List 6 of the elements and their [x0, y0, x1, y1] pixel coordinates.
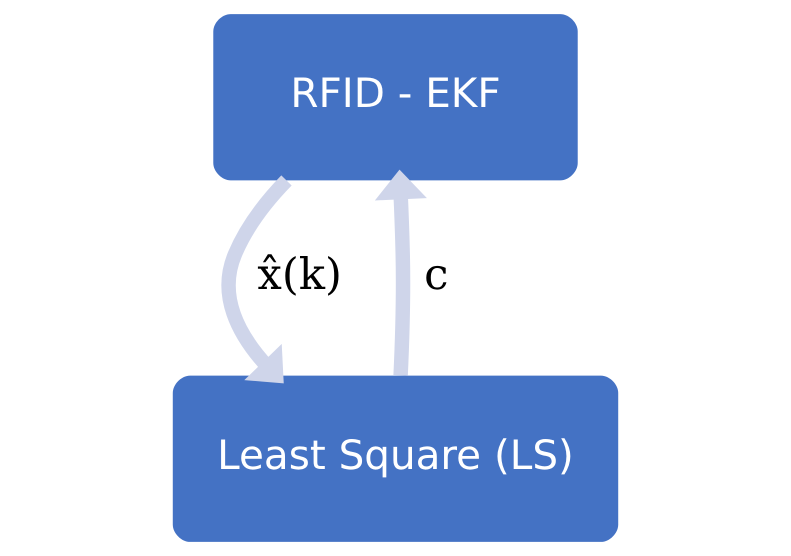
arrow [374, 170, 427, 376]
edge-label: c [424, 250, 448, 300]
arrow [221, 176, 292, 384]
node-box: Least Square (LS) [172, 376, 618, 542]
edge-label: x̂(k) [257, 250, 342, 300]
node-box: RFID - EKF [213, 14, 578, 180]
